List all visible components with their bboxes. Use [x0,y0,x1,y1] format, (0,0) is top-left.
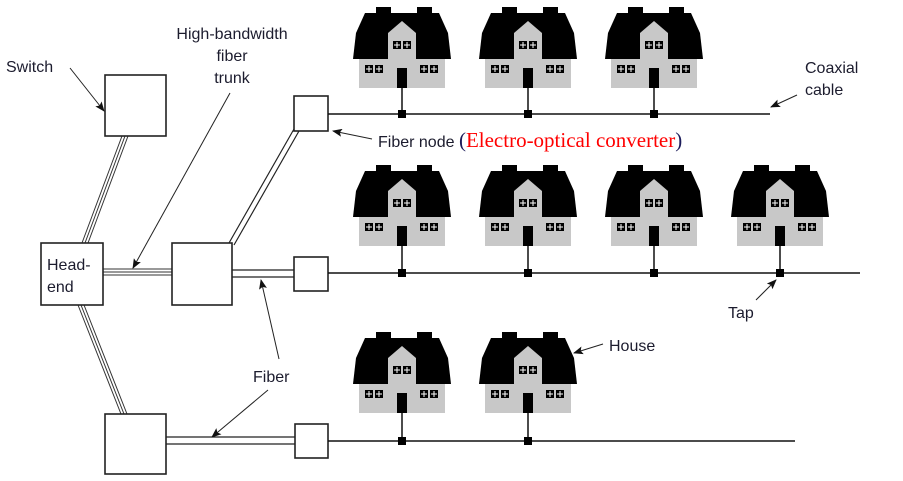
trunk-pointer [132,92,231,269]
house-middle-4 [730,164,830,247]
fiber-node-text: Fiber node [378,134,459,151]
coax-label-line2: cable [805,82,843,99]
coax-pointer [770,94,798,108]
tap [650,269,658,277]
tap [398,437,406,445]
fiber-hub-to-mid-node [232,269,294,278]
trunk-label-line1: High-bandwidth [176,26,287,43]
fiber-bottom-to-node [166,436,295,445]
headend-label-line2: end [47,279,74,296]
trunk-switch-to-headend [81,135,129,244]
switch-box [104,74,167,137]
trunk-headend-to-hub [103,268,172,276]
switch-label: Switch [6,59,53,76]
fiber-node-pointer [332,128,373,140]
tap [776,269,784,277]
houses-layer [352,6,830,445]
house-pointer [573,343,604,355]
fiber-pointer-upper [259,279,280,360]
tap-pointer [755,279,777,301]
house-label: House [609,338,655,355]
fiber-pointer-lower [211,389,269,438]
tap [398,110,406,118]
house-middle-2 [478,164,578,247]
house-bottom-2 [478,331,578,414]
tap [524,437,532,445]
headend-box [40,242,104,306]
fiber-node-label: Fiber node (Electro-optical converter) [378,128,682,152]
tap [524,110,532,118]
tap [650,110,658,118]
house-middle-1 [352,164,452,247]
switch-pointer [69,67,105,112]
trunk-label-line3: trunk [214,70,251,87]
headend-label-line1: Head- [47,257,91,274]
tap [398,269,406,277]
converter-label: Electro-optical converter [466,128,675,152]
hub-box [171,242,233,306]
tap-label: Tap [728,305,754,322]
trunk-label-line2: fiber [216,48,248,65]
trunk-headend-to-bottom [77,304,128,415]
paren-close: ) [675,128,682,152]
house-top-3 [604,6,704,89]
house-bottom-1 [352,331,452,414]
paren-open: ( [459,128,466,152]
house-top-1 [352,6,452,89]
fiber-node-top [293,95,329,132]
fiber-node-bottom [294,423,329,459]
fiber-hub-to-top-node [228,128,300,246]
fiber-label: Fiber [253,369,290,386]
fiber-node-middle [293,256,329,292]
bottom-hub-box [104,413,167,475]
house-top-2 [478,6,578,89]
coax-label-line1: Coaxial [805,60,858,77]
tap [524,269,532,277]
house-middle-3 [604,164,704,247]
